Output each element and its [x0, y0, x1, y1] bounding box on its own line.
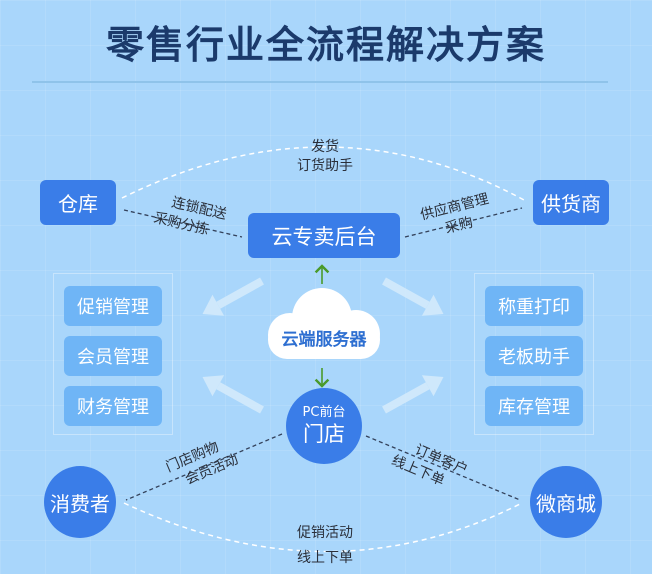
edge-warehouse-supplier: [121, 146, 525, 201]
edge-label-line: 订货助手: [297, 158, 353, 174]
mall-node[interactable]: 微商城: [530, 466, 602, 538]
edge-warehouse-backend: [123, 209, 243, 238]
pale-arrow-lower-right: [382, 375, 444, 414]
module-boss-assistant[interactable]: 老板助手: [485, 336, 583, 376]
page-title: 零售行业全流程解决方案: [105, 23, 546, 67]
module-weigh-print[interactable]: 称重打印: [485, 286, 583, 326]
edge-label-line: 促销活动: [297, 525, 353, 541]
cloud-icon: [268, 288, 380, 359]
pale-arrow-lower-left: [202, 375, 264, 414]
edge-label-line: 发货: [311, 139, 339, 155]
edge-consumer-mall: [123, 502, 523, 553]
store-label: 门店: [303, 422, 345, 446]
edge-label-consumer-mall: 促销活动 线上下单: [288, 524, 362, 568]
edge-label-warehouse-supplier: 发货 订货助手: [290, 138, 360, 176]
cloud-server-label: 云端服务器: [281, 330, 367, 350]
store-node[interactable]: PC前台 门店: [286, 388, 362, 464]
backend-node[interactable]: 云专卖后台: [248, 213, 400, 258]
warehouse-node[interactable]: 仓库: [40, 180, 116, 225]
pale-arrow-upper-right: [382, 277, 444, 316]
right-module-group: 称重打印 老板助手 库存管理: [474, 273, 594, 435]
title-divider: [32, 81, 608, 83]
module-promotion[interactable]: 促销管理: [64, 286, 162, 326]
module-inventory[interactable]: 库存管理: [485, 386, 583, 426]
edge-store-consumer: [125, 433, 283, 501]
store-subtitle: PC前台: [302, 405, 346, 420]
module-finance[interactable]: 财务管理: [64, 386, 162, 426]
left-module-group: 促销管理 会员管理 财务管理: [53, 273, 173, 435]
edge-label-line: 线上下单: [297, 550, 353, 566]
module-member[interactable]: 会员管理: [64, 336, 162, 376]
consumer-node[interactable]: 消费者: [44, 466, 116, 538]
edge-backend-supplier: [404, 207, 523, 238]
pale-arrow-upper-left: [202, 277, 264, 316]
supplier-node[interactable]: 供货商: [533, 180, 609, 225]
